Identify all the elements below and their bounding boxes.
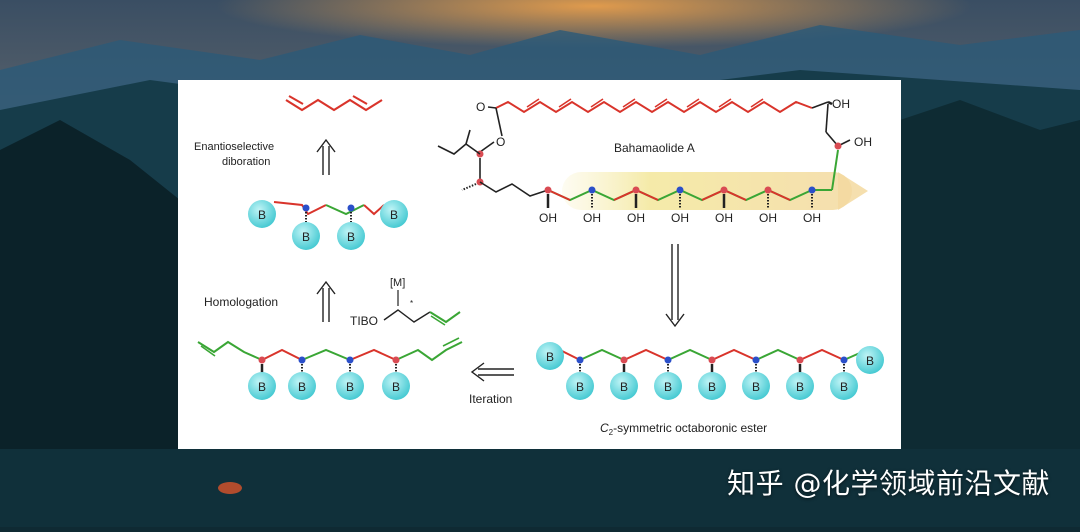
svg-text:B: B [752,380,760,394]
watermark-text: 知乎 @化学领域前沿文献 [727,467,1050,500]
svg-text:OH: OH [671,211,689,225]
svg-text:B: B [392,380,400,394]
label-iteration: Iteration [469,392,512,406]
svg-text:OH: OH [832,97,850,111]
reaction-scheme-figure: Enantioselective diboration B B B B [178,80,901,449]
homologation-reagent: [M] * TIBO [350,277,461,328]
svg-text:B: B [866,354,874,368]
svg-text:OH: OH [854,135,872,149]
svg-text:OH: OH [759,211,777,225]
label-diboration: diboration [222,156,270,168]
svg-text:B: B [546,350,554,364]
retro-arrow-down [665,244,685,328]
diboronate-intermediate [273,201,385,222]
boron-spheres-row-3: B B B B B B B B B [536,342,884,400]
svg-text:B: B [620,380,628,394]
bahamaolide-a-structure: OH OH O O [437,97,872,225]
svg-text:B: B [708,380,716,394]
label-enantioselective: Enantioselective [194,141,274,153]
svg-text:OH: OH [627,211,645,225]
svg-text:B: B [298,380,306,394]
svg-text:OH: OH [715,211,733,225]
octaboronic-ester-caption: C2-symmetric octaboronic ester [600,421,767,437]
svg-text:*: * [410,299,413,308]
boron-spheres-row-2: B B B B [248,372,410,400]
svg-text:B: B [796,380,804,394]
boron-spheres-row-1: B B B B [248,200,408,250]
diene-chain [285,98,383,112]
retro-arrow-left [470,362,514,382]
retro-arrow-up-2 [316,280,336,322]
svg-text:B: B [302,230,310,244]
retro-arrow-up-1 [316,138,336,175]
tetraboronate-intermediate [197,337,463,374]
octaboronic-ester [559,348,863,374]
svg-text:OH: OH [803,211,821,225]
svg-text:B: B [258,208,266,222]
svg-text:B: B [576,380,584,394]
svg-text:OH: OH [583,211,601,225]
svg-text:O: O [496,135,505,149]
svg-text:B: B [840,380,848,394]
svg-text:B: B [347,230,355,244]
svg-text:B: B [664,380,672,394]
svg-text:B: B [346,380,354,394]
product-name: Bahamaolide A [614,141,695,155]
svg-text:B: B [390,208,398,222]
svg-text:OH: OH [539,211,557,225]
svg-text:TIBO: TIBO [350,314,378,328]
svg-text:B: B [258,380,266,394]
label-homologation: Homologation [204,295,278,309]
svg-text:O: O [476,100,485,114]
svg-text:[M]: [M] [390,277,405,289]
